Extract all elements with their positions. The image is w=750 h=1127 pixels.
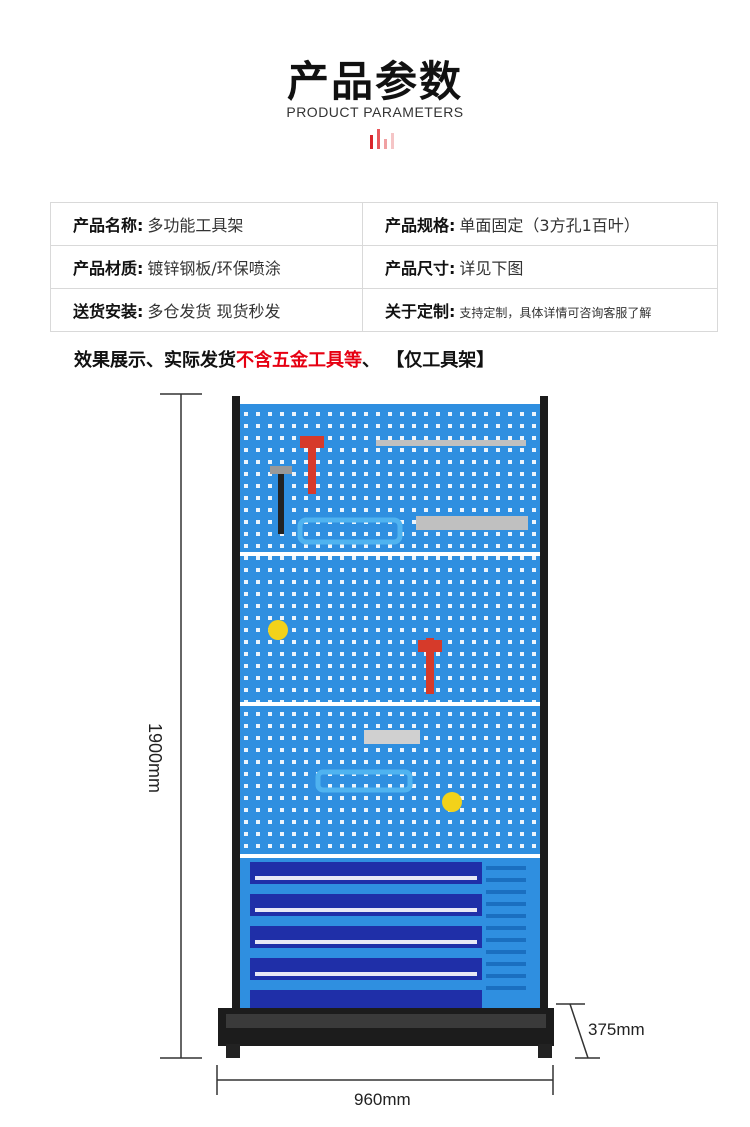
page-subtitle: PRODUCT PARAMETERS xyxy=(286,104,464,120)
param-label: 送货安装: xyxy=(73,302,144,321)
param-label: 产品名称: xyxy=(73,216,144,235)
louvered-bin-panel xyxy=(240,858,540,1008)
param-value: 镀锌钢板/环保喷涂 xyxy=(147,259,281,278)
tool-silhouettes xyxy=(268,436,528,812)
note-highlight: 不含五金工具等 xyxy=(236,350,362,371)
width-dimension-label: 960mm xyxy=(354,1090,411,1109)
height-dimension-label: 1900mm xyxy=(145,722,165,794)
note-prefix: 效果展示、实际发货 xyxy=(74,350,236,371)
depth-dimension-line xyxy=(556,1003,600,1059)
table-row: 产品材质:镀锌钢板/环保喷涂 产品尺寸:详见下图 xyxy=(50,245,718,289)
note-suffix: 、 【仅工具架】 xyxy=(362,350,495,371)
param-value: 详见下图 xyxy=(459,259,524,278)
parameter-table: 产品名称:多功能工具架 产品规格:单面固定（3方孔1百叶） 产品材质:镀锌钢板/… xyxy=(50,202,718,332)
pegboard-panel-2 xyxy=(240,556,540,702)
param-value: 单面固定（3方孔1百叶） xyxy=(459,216,640,235)
display-note: 效果展示、实际发货不含五金工具等、 【仅工具架】 xyxy=(74,346,494,372)
param-label: 产品规格: xyxy=(385,216,456,235)
decorative-bars xyxy=(366,127,406,149)
pegboard-panel-3 xyxy=(240,706,540,854)
param-label: 产品材质: xyxy=(73,259,144,278)
width-dimension-line xyxy=(216,1065,554,1095)
param-label: 产品尺寸: xyxy=(385,259,456,278)
param-value: 多功能工具架 xyxy=(147,216,244,235)
param-label: 关于定制: xyxy=(385,302,456,321)
page-title: 产品参数 xyxy=(286,57,463,106)
param-value: 支持定制，具体详情可咨询客服了解 xyxy=(459,306,652,320)
depth-dimension-label: 375mm xyxy=(588,1020,645,1039)
table-row: 送货安装:多仓发货 现货秒发 关于定制:支持定制，具体详情可咨询客服了解 xyxy=(50,288,718,332)
height-dimension-line xyxy=(160,393,202,1059)
table-row: 产品名称:多功能工具架 产品规格:单面固定（3方孔1百叶） xyxy=(50,202,718,246)
param-value: 多仓发货 现货秒发 xyxy=(147,302,281,321)
rack-frame xyxy=(218,396,554,1058)
